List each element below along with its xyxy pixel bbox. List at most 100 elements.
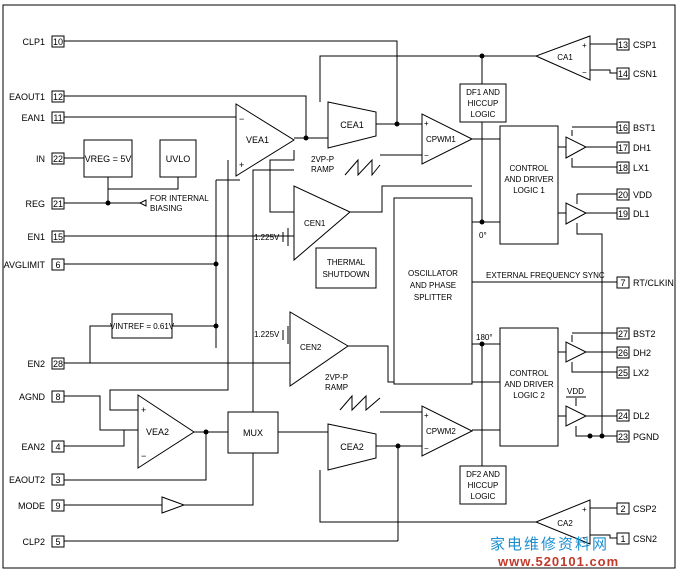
pin-pgnd: 23 PGND: [616, 430, 660, 443]
driver-dh1-icon: [565, 136, 588, 159]
pin-bst1: 16 BST1: [616, 121, 656, 134]
svg-text:CSN2: CSN2: [633, 534, 657, 544]
ext-sync-label: EXTERNAL FREQUENCY SYNC: [486, 271, 605, 280]
svg-text:CSN1: CSN1: [633, 69, 657, 79]
mux-block: MUX: [227, 411, 279, 454]
vreg-block: VREG = 5V: [83, 139, 133, 178]
vdd-inner-label: VDD: [567, 387, 584, 396]
oscillator-block: OSCILLATOR AND PHASE SPLITTER: [393, 197, 473, 385]
svg-text:VEA2: VEA2: [146, 427, 169, 437]
svg-text:26: 26: [618, 348, 628, 358]
left-pins: 10 CLP1 12 EAOUT1 11 EAN1 22 IN 21 REG 1…: [4, 35, 65, 548]
svg-text:PGND: PGND: [633, 432, 660, 442]
vea2-amplifier: VEA2 + −: [137, 394, 195, 469]
svg-text:10: 10: [53, 37, 63, 47]
pin-reg: 21 REG: [25, 197, 65, 210]
ramp1-label-1: 2VP-P: [311, 155, 334, 164]
svg-text:CA2: CA2: [557, 519, 573, 528]
ramp1-symbol: [344, 158, 381, 177]
svg-text:DL1: DL1: [633, 209, 650, 219]
svg-text:17: 17: [618, 143, 628, 153]
svg-text:EAN1: EAN1: [21, 113, 45, 123]
svg-text:+: +: [582, 505, 587, 514]
svg-text:CONTROL: CONTROL: [509, 164, 549, 173]
ramp2-symbol: [339, 394, 381, 412]
svg-text:DF1 AND: DF1 AND: [466, 88, 500, 97]
svg-text:2: 2: [620, 504, 625, 514]
svg-text:−: −: [141, 451, 146, 461]
svg-text:+: +: [424, 411, 429, 420]
cen1-comparator: CEN1: [293, 185, 351, 262]
svg-text:VREG = 5V: VREG = 5V: [85, 154, 132, 164]
pin-csn1: 14 CSN1: [616, 67, 657, 80]
pin-lx2: 25 LX2: [616, 366, 649, 379]
watermark-cn: 家电维修资料网: [490, 536, 609, 553]
svg-text:5: 5: [55, 537, 60, 547]
svg-text:CSP2: CSP2: [633, 504, 657, 514]
svg-text:6: 6: [55, 260, 60, 270]
phase-0-label: 0°: [479, 231, 487, 240]
thermal-shutdown-block: THERMAL SHUTDOWN: [315, 247, 377, 289]
cea2-block: CEA2: [327, 423, 377, 471]
pin-vdd: 20 VDD: [616, 188, 653, 201]
svg-text:RT/CLKIN: RT/CLKIN: [633, 278, 674, 288]
svg-text:+: +: [424, 119, 429, 128]
svg-text:EAOUT1: EAOUT1: [9, 92, 45, 102]
pin-csp1: 13 CSP1: [616, 38, 657, 51]
control-driver-2-block: CONTROL AND DRIVER LOGIC 2: [499, 327, 559, 447]
svg-text:22: 22: [53, 154, 63, 164]
vea1-amplifier: VEA1 − +: [235, 103, 295, 177]
ref-1225-label-2: 1.225V: [254, 330, 280, 339]
svg-text:AND DRIVER: AND DRIVER: [504, 380, 554, 389]
svg-text:DH1: DH1: [633, 143, 651, 153]
svg-text:4: 4: [55, 442, 60, 452]
pin-rt-clkin: 7 RT/CLKIN: [616, 276, 674, 289]
svg-text:−: −: [424, 444, 429, 453]
svg-text:28: 28: [53, 359, 63, 369]
svg-text:CLP2: CLP2: [22, 537, 45, 547]
svg-text:LX2: LX2: [633, 368, 649, 378]
ca2-amplifier: CA2 + −: [534, 499, 591, 545]
svg-text:LOGIC 1: LOGIC 1: [513, 186, 545, 195]
svg-text:CSP1: CSP1: [633, 40, 657, 50]
svg-text:20: 20: [618, 190, 628, 200]
pin-en2: 28 EN2: [27, 357, 65, 370]
svg-text:3: 3: [55, 475, 60, 485]
svg-text:1: 1: [620, 534, 625, 544]
pin-in: 22 IN: [36, 152, 65, 165]
pin-mode: 9 MODE: [18, 499, 65, 512]
ref-1225-label-1: 1.225V: [254, 233, 280, 242]
svg-text:OSCILLATOR: OSCILLATOR: [408, 269, 458, 278]
df2-block: DF2 AND HICCUP LOGIC: [459, 465, 507, 505]
svg-text:THERMAL: THERMAL: [327, 258, 366, 267]
svg-text:EN1: EN1: [27, 232, 45, 242]
svg-text:8: 8: [55, 392, 60, 402]
svg-text:23: 23: [618, 432, 628, 442]
svg-text:MODE: MODE: [18, 501, 45, 511]
svg-text:DH2: DH2: [633, 348, 651, 358]
svg-text:UVLO: UVLO: [166, 154, 191, 164]
pin-dh1: 17 DH1: [616, 141, 651, 154]
svg-text:CLP1: CLP1: [22, 37, 45, 47]
pin-dl2: 24 DL2: [616, 409, 650, 422]
svg-text:SHUTDOWN: SHUTDOWN: [322, 270, 369, 279]
pin-ean2: 4 EAN2: [21, 440, 65, 453]
pin-agnd: 8 AGND: [19, 390, 65, 403]
svg-text:27: 27: [618, 329, 628, 339]
pin-avglimit: 6 AVGLIMIT: [4, 258, 65, 271]
pin-lx1: 18 LX1: [616, 161, 649, 174]
cpwm2-comparator: CPWM2 + −: [421, 405, 474, 457]
cpwm1-comparator: CPWM1 + −: [421, 113, 474, 165]
right-pins: 13 CSP1 14 CSN1 16 BST1 17 DH1 18 LX1 20…: [616, 38, 674, 545]
svg-text:11: 11: [53, 113, 62, 123]
svg-text:CEN1: CEN1: [304, 219, 326, 228]
svg-text:AND PHASE: AND PHASE: [410, 281, 456, 290]
pin-clp1: 10 CLP1: [22, 35, 65, 48]
svg-text:−: −: [239, 114, 244, 124]
pin-dl1: 19 DL1: [616, 207, 650, 220]
svg-text:VINTREF = 0.61V: VINTREF = 0.61V: [110, 322, 175, 331]
svg-text:HICCUP: HICCUP: [468, 481, 499, 490]
svg-text:−: −: [582, 533, 587, 542]
svg-text:AVGLIMIT: AVGLIMIT: [4, 260, 46, 270]
svg-text:SPLITTER: SPLITTER: [414, 293, 452, 302]
